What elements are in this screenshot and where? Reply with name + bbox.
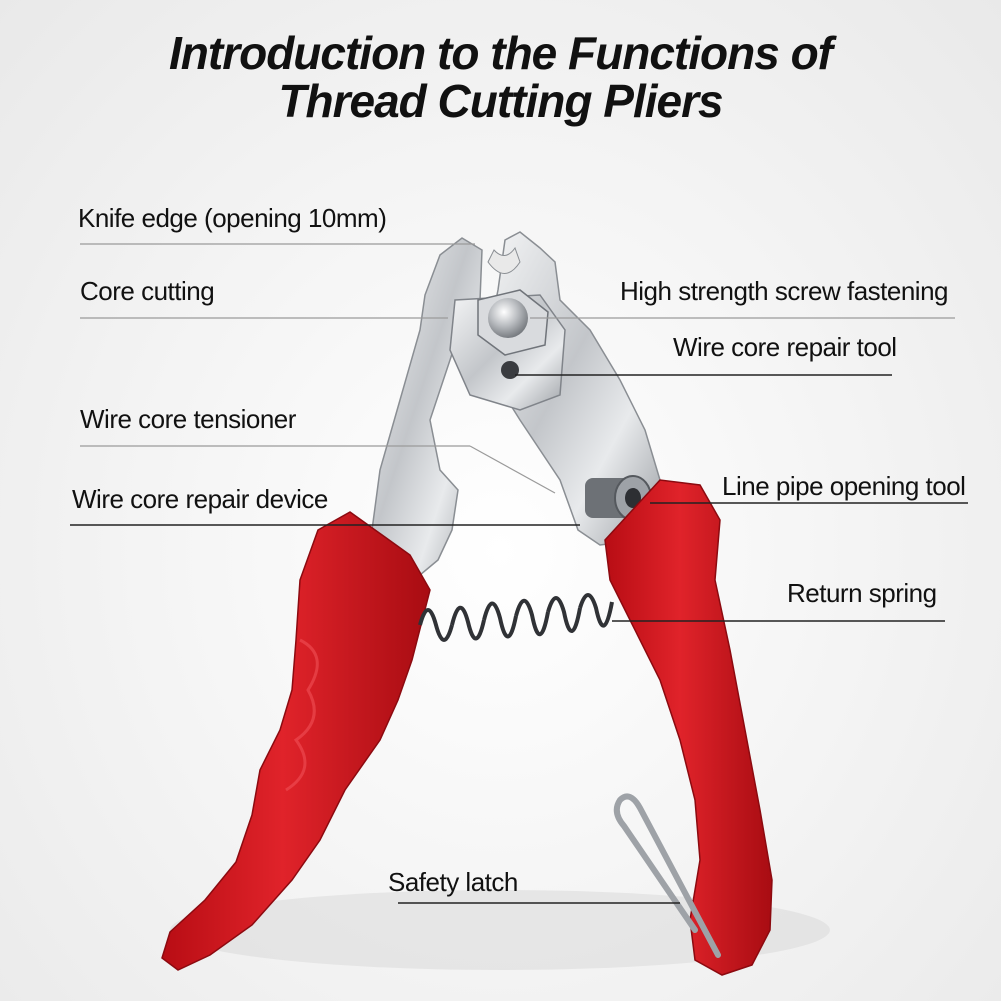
label-repair-device: Wire core repair device — [72, 484, 328, 514]
title-line-2: Thread Cutting Pliers — [278, 75, 723, 127]
leader-lines-dark — [70, 374, 968, 904]
right-handle — [604, 479, 773, 976]
leader-lines — [80, 243, 955, 494]
label-pipe-opening: Line pipe opening tool — [722, 471, 966, 501]
knife-edge-opening — [487, 246, 521, 274]
screw-bolt — [488, 298, 528, 338]
label-return-spring: Return spring — [787, 578, 937, 608]
return-spring — [418, 593, 614, 642]
label-knife-edge: Knife edge (opening 10mm) — [78, 203, 387, 233]
label-core-cutting: Core cutting — [80, 276, 215, 306]
safety-latch — [613, 793, 721, 958]
floor-shadow — [170, 890, 830, 970]
repair-tool-hole — [501, 361, 519, 379]
left-handle-grip — [285, 638, 319, 792]
label-safety-latch: Safety latch — [388, 867, 518, 897]
label-repair-tool: Wire core repair tool — [673, 332, 897, 362]
leader-tensioner-diag — [469, 445, 556, 494]
label-tensioner: Wire core tensioner — [80, 404, 296, 434]
label-screw-fastening: High strength screw fastening — [620, 276, 949, 306]
title-line-1: Introduction to the Functions of — [169, 27, 833, 79]
